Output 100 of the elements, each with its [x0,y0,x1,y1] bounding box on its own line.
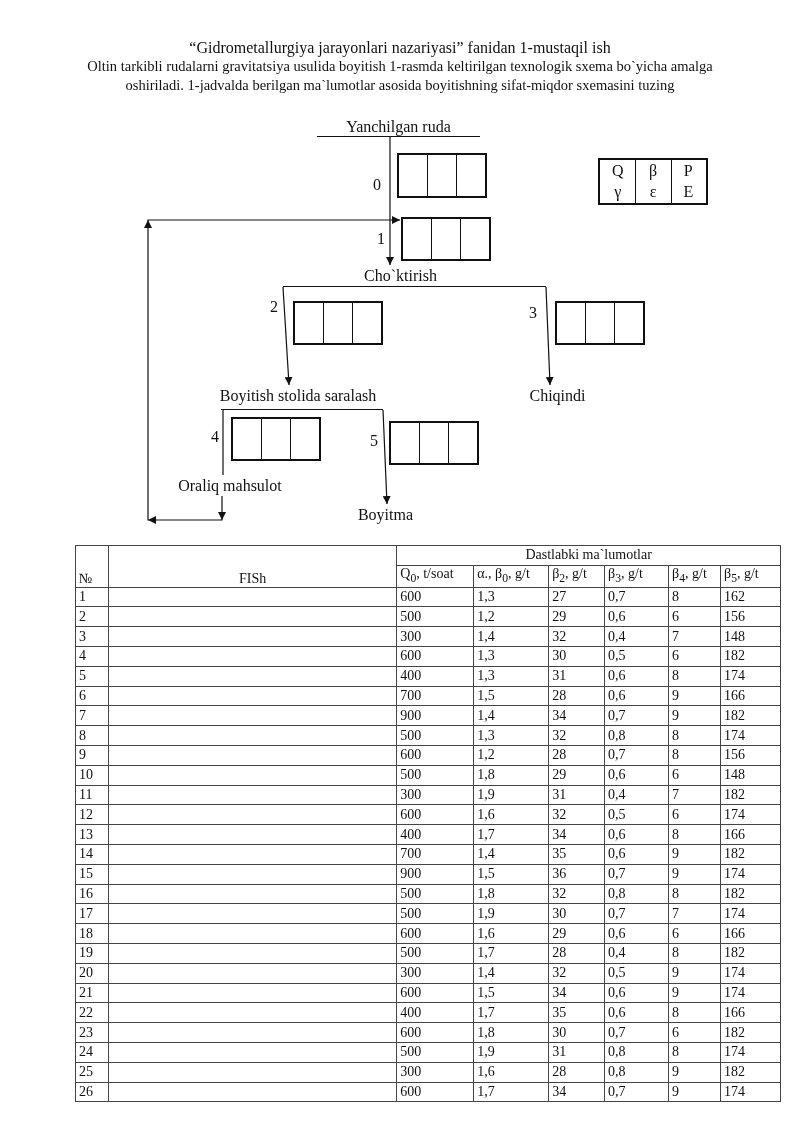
table-cell: 174 [720,963,781,984]
table-cell: 23 [75,1022,109,1043]
table-cell: 0,5 [604,646,669,667]
table-cell: 600 [396,923,474,944]
table-cell: 8 [668,587,721,607]
table-cell: 166 [720,824,781,845]
table-cell: 182 [720,705,781,726]
table-cell: 32 [548,884,605,904]
table-cell: 1,6 [473,923,549,944]
table-cell: 6 [668,804,721,825]
table-cell: 11 [75,785,109,805]
table-cell: 1,5 [473,983,549,1003]
table-cell: 500 [396,903,474,924]
table-cell: 1,8 [473,884,549,904]
table-cell: 21 [75,983,109,1003]
table-cell: 182 [720,1062,781,1082]
table-cell: 1,4 [473,626,549,647]
table-cell: 8 [668,725,721,746]
table-cell: 174 [720,1082,781,1102]
table-cell: 8 [75,725,109,746]
table-cell: 15 [75,864,109,885]
table-cell: 166 [720,686,781,706]
stream-number: 2 [270,297,278,317]
table-cell: 0,7 [604,864,669,885]
table-cell: 174 [720,903,781,924]
table-cell: 10 [75,765,109,786]
table-cell: 6 [668,923,721,944]
table-cell: 29 [548,765,605,786]
table-cell: 1,4 [473,963,549,984]
table-cell: 1,9 [473,785,549,805]
table-cell: 4 [75,646,109,667]
stream-number: 1 [377,229,385,249]
table-cell: 32 [548,626,605,647]
table-cell: 0,8 [604,1062,669,1082]
table-cell: 400 [396,666,474,687]
table-cell: 6 [668,606,721,627]
table-cell: 174 [720,1042,781,1063]
table-cell: 1,3 [473,587,549,607]
header-cell: β$_{3}$, g/t [604,565,669,588]
table-cell: 600 [396,983,474,1003]
table-cell: 0,7 [604,1082,669,1102]
table-cell: 28 [548,1062,605,1082]
table-cell: 300 [396,785,474,805]
table-cell: 30 [548,646,605,667]
table-cell: 29 [548,606,605,627]
table-cell: 28 [548,943,605,964]
table-cell: 31 [548,1042,605,1063]
table-cell: 1,7 [473,824,549,845]
stream-number: 0 [373,175,381,195]
table-cell: 9 [668,1062,721,1082]
title: “Gidrometallurgiya jarayonlari nazariyasi” fanidan 1-mustaqil ish [188,38,612,58]
table-cell: 1,3 [473,646,549,667]
table-cell: 31 [548,666,605,687]
table-cell: 7 [668,785,721,805]
legend-key-box [598,158,708,205]
table-cell: 182 [720,785,781,805]
table-cell: 400 [396,824,474,845]
table-cell: 0,5 [604,804,669,825]
process-label: Chiqindi [520,386,595,406]
table-cell: 174 [720,666,781,687]
table-cell: 8 [668,824,721,845]
table-cell: 0,7 [604,745,669,766]
table-cell: 1,8 [473,1022,549,1043]
table-cell: 1,7 [473,1082,549,1102]
table-cell: 35 [548,844,605,865]
table-cell: 0,7 [604,587,669,607]
table-cell: 156 [720,606,781,627]
table-cell: 0,6 [604,606,669,627]
table-cell: 1,2 [473,606,549,627]
table-cell: 1,3 [473,725,549,746]
table-cell: 0,6 [604,1002,669,1023]
key-symbol: ε [649,182,657,203]
table-cell: 174 [720,725,781,746]
table-cell: 1,4 [473,844,549,865]
table-cell: 6 [668,646,721,667]
table-cell: 8 [668,1042,721,1063]
table-cell: 34 [548,983,605,1003]
flow-arrow [386,136,394,266]
table-cell: 8 [668,745,721,766]
table-cell: 0,6 [604,923,669,944]
table-cell: 0,5 [604,963,669,984]
table-cell: 900 [396,705,474,726]
header-cell: Q$_{0}$, t/soat [396,565,474,588]
table-cell: 1,5 [473,686,549,706]
table-cell: 300 [396,626,474,647]
table-cell: 9 [668,686,721,706]
table-cell: 182 [720,884,781,904]
table-cell: 500 [396,725,474,746]
table-cell: 162 [720,587,781,607]
table-cell: 600 [396,1022,474,1043]
table-cell: 182 [720,646,781,667]
table-cell: 35 [548,1002,605,1023]
table-cell: 182 [720,1022,781,1043]
table-cell: 166 [720,923,781,944]
task-text: Oltin tarkibli rudalarni gravitatsiya usulida boyitish 1-rasmda keltirilgan texnologik sxema bo`yicha amalga oshiriladi. 1-jadvalda berilgan ma`lumotlar asosida boyitishning sifat-miqdor sxemasini tuzing [86,57,714,95]
table-cell: 600 [396,804,474,825]
table-cell: 600 [396,745,474,766]
table-cell: 19 [75,943,109,964]
table-cell: 24 [75,1042,109,1063]
table-cell: 148 [720,765,781,786]
